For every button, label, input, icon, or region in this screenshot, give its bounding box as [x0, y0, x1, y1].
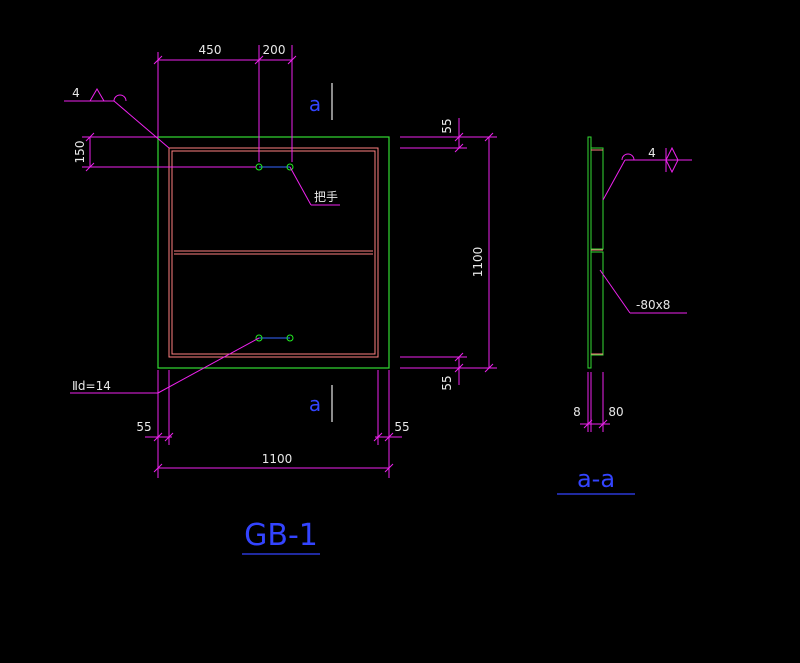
- section-title: a-a: [577, 465, 615, 493]
- section-texts: 4 -80x8 8 80: [573, 146, 670, 419]
- handle-bottom-hole-right: [286, 334, 294, 342]
- frame-inner: [171, 150, 376, 355]
- titles: a-a GB-1: [242, 465, 635, 555]
- weld-size-right-text: 4: [648, 146, 656, 160]
- weld-size-left-text: 4: [72, 86, 80, 100]
- section-rib-lower: [590, 251, 604, 356]
- outer-plate: [157, 136, 390, 369]
- leader-texts: 4 把手 Ⅱd=14: [72, 86, 338, 393]
- section-mark-bottom: a: [309, 392, 321, 416]
- dimension-texts: 450 200 150 55 1100 55 55 55 1100: [73, 43, 485, 466]
- section-dim-80-text: 80: [608, 405, 623, 419]
- drawing-title: GB-1: [244, 518, 318, 553]
- frame-outer: [168, 147, 379, 358]
- rod-label-text: Ⅱd=14: [72, 379, 111, 393]
- handle-bottom-hole-left: [255, 334, 263, 342]
- section-dim-8-text: 8: [573, 405, 581, 419]
- section-marks: a a: [309, 83, 333, 422]
- dim-55-bottom-right: 55: [394, 420, 409, 434]
- dim-200: 200: [263, 43, 286, 57]
- plate-spec-text: -80x8: [636, 298, 670, 312]
- dim-55-right-bottom: 55: [440, 375, 454, 390]
- section-rib-upper: [590, 147, 604, 250]
- dim-55-bottom-left: 55: [136, 420, 151, 434]
- handle-top-hole-right: [286, 163, 294, 171]
- dim-150: 150: [73, 141, 87, 164]
- plate-front-view: [157, 136, 390, 369]
- handle-label-text: 把手: [314, 190, 338, 204]
- section-leaders: [580, 146, 692, 432]
- dim-55-right-top: 55: [440, 118, 454, 133]
- dimension-lines: [82, 45, 497, 478]
- section-mark-top: a: [309, 92, 321, 116]
- dim-450: 450: [199, 43, 222, 57]
- dim-1100-bottom: 1100: [262, 452, 293, 466]
- section-view: [587, 136, 604, 369]
- dim-1100-right: 1100: [471, 247, 485, 278]
- leaders: [64, 88, 340, 394]
